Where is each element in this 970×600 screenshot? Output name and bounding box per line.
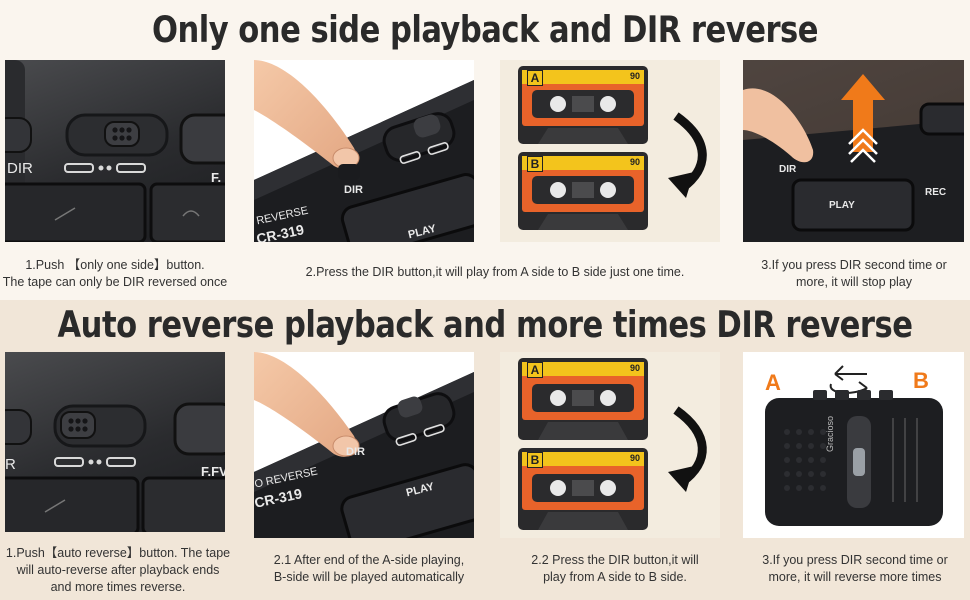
bottom-step4-caption: 3.If you press DIR second time or more, …	[740, 552, 970, 586]
caption-line: 1.Push【auto reverse】button. The tape	[5, 546, 231, 560]
bottom-step2-caption: 2.1 After end of the A-side playing, B-s…	[254, 552, 484, 586]
button-closeup-illustration	[5, 60, 225, 242]
bottom-step1-photo: R F.FV	[5, 352, 225, 532]
bottom-heading: Auto reverse playback and more times DIR…	[57, 303, 914, 347]
player-illustration	[765, 365, 943, 526]
top-heading: Only one side playback and DIR reverse	[151, 8, 819, 52]
caption-line: 2.Press the DIR button,it will play from…	[305, 265, 685, 279]
top-step1-caption: 1.Push 【only one side】button. The tape c…	[0, 257, 230, 291]
side-a-label: A	[765, 370, 781, 395]
caption-line: B-side will be played automatically	[273, 570, 465, 584]
caption-line: play from A side to B side.	[543, 570, 687, 584]
ff-label: F.FV	[201, 464, 225, 479]
top-step2-cassettes: A 90 B 90	[500, 60, 720, 242]
tape-length: 90	[630, 157, 641, 167]
tape-length: 90	[630, 453, 641, 463]
r-label: R	[5, 456, 16, 473]
cassette-a	[518, 358, 648, 440]
cassette-b	[518, 152, 648, 230]
caption-line: 1.Push 【only one side】button.	[25, 258, 205, 272]
bottom-step3-caption: 2.2 Press the DIR button,it will play fr…	[500, 552, 730, 586]
caption-line: 3.If you press DIR second time or	[761, 258, 947, 272]
cassette-a	[518, 66, 648, 144]
button-closeup-illustration	[5, 402, 225, 532]
top-step1-photo: DIR F.	[5, 60, 225, 242]
caption-line: more, it will stop play	[795, 275, 912, 289]
top-step3-caption: 3.If you press DIR second time or more, …	[740, 257, 968, 291]
caption-line: and more times reverse.	[50, 580, 186, 594]
cassette-swap-illustration	[518, 358, 707, 530]
play-label: PLAY	[829, 200, 855, 211]
dir-label: DIR	[346, 446, 365, 458]
up-arrow-icon	[841, 74, 885, 152]
bottom-step1-caption: 1.Push【auto reverse】button. The tape wil…	[0, 545, 236, 596]
side-a-tag: A	[527, 70, 543, 86]
dir-label: DIR	[344, 184, 363, 196]
side-b-label: B	[913, 368, 929, 393]
side-b-tag: B	[527, 156, 543, 172]
bottom-step3-cassettes: A 90 B 90	[500, 352, 720, 538]
cassette-b	[518, 448, 648, 530]
caption-line: 2.1 After end of the A-side playing,	[273, 553, 465, 567]
caption-line: more, it will reverse more times	[768, 570, 942, 584]
finger-press-illustration	[254, 60, 474, 242]
caption-line: 3.If you press DIR second time or	[762, 553, 948, 567]
tape-length: 90	[630, 71, 641, 81]
finger-press-illustration	[254, 352, 474, 538]
rec-label: REC	[925, 187, 947, 198]
bottom-step4-photo: A B Gracioso	[743, 352, 964, 538]
caption-line: will auto-reverse after playback ends	[16, 563, 220, 577]
side-b-tag: B	[527, 452, 543, 468]
bottom-step2-photo: DIR PLAY O REVERSE CR-319	[254, 352, 474, 538]
side-a-tag: A	[527, 362, 543, 378]
cassette-swap-illustration	[518, 66, 707, 230]
caption-line: 2.2 Press the DIR button,it will	[531, 553, 699, 567]
brand-label: Gracioso	[825, 415, 835, 452]
dir-label: DIR	[7, 160, 33, 177]
top-step2-photo: DIR PLAY REVERSE CR-319	[254, 60, 474, 242]
top-step2-caption: 2.Press the DIR button,it will play from…	[270, 264, 720, 281]
ff-label: F.	[211, 170, 222, 185]
stop-play-illustration	[743, 60, 964, 242]
top-step3-photo: DIR PLAY REC	[743, 60, 964, 242]
tape-length: 90	[630, 363, 641, 373]
dir-label: DIR	[779, 164, 797, 175]
caption-line: The tape can only be DIR reversed once	[2, 275, 228, 289]
